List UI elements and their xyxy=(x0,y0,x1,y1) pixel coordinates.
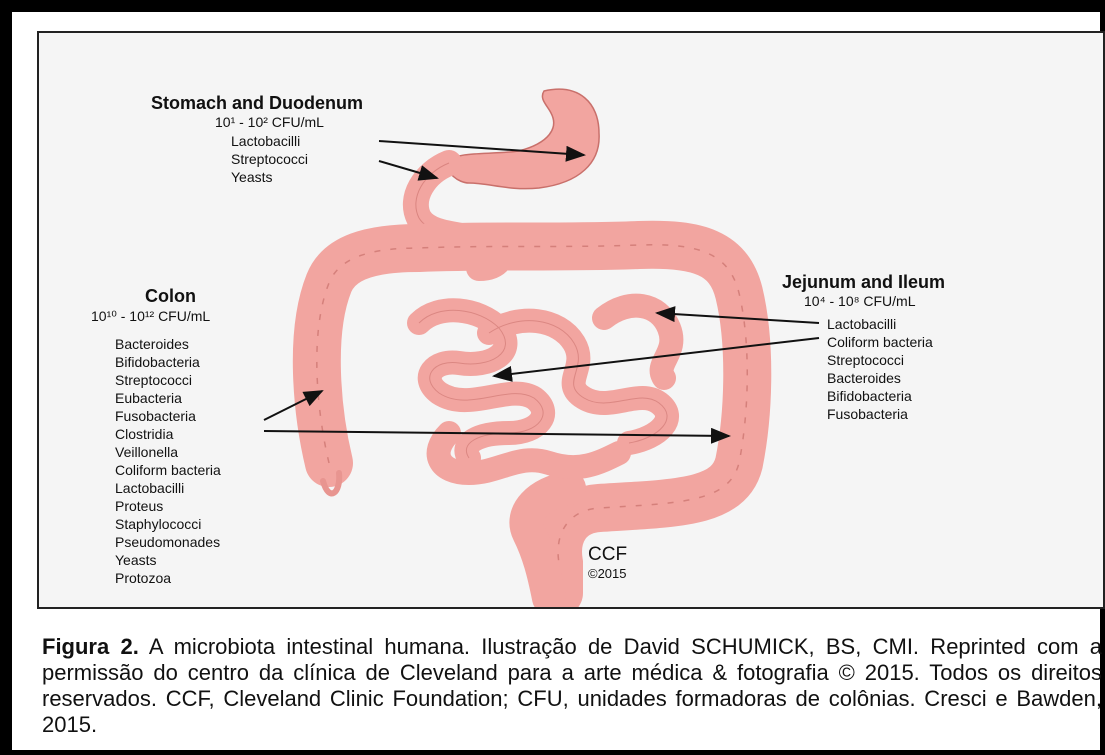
ccf-mark: CCF xyxy=(588,544,627,566)
figure-caption: Figura 2. A microbiota intestinal humana… xyxy=(42,634,1102,738)
list-item: Lactobacilli xyxy=(115,479,221,497)
ccf-year: ©2015 xyxy=(588,566,627,581)
list-item: Streptococci xyxy=(231,150,308,168)
jejunum-title: Jejunum and Ileum xyxy=(782,272,945,293)
list-item: Bifidobacteria xyxy=(115,353,221,371)
list-item: Protozoa xyxy=(115,569,221,587)
colon-count: 10¹⁰ - 10¹² CFU/mL xyxy=(91,308,210,325)
list-item: Bacteroides xyxy=(827,369,933,387)
jejunum-count: 10⁴ - 10⁸ CFU/mL xyxy=(804,293,916,309)
list-item: Staphylococci xyxy=(115,515,221,533)
list-item: Lactobacilli xyxy=(827,315,933,333)
list-item: Yeasts xyxy=(231,168,308,186)
small-intestine-shape xyxy=(419,306,671,473)
anatomy-figure: Stomach and Duodenum 10¹ - 10² CFU/mL La… xyxy=(37,31,1105,609)
list-item: Fusobacteria xyxy=(827,405,933,423)
list-item: Clostridia xyxy=(115,425,221,443)
jejunum-organism-list: Lactobacilli Coliform bacteria Streptoco… xyxy=(827,315,933,423)
stomach-organism-list: Lactobacilli Streptococci Yeasts xyxy=(231,132,308,186)
list-item: Veillonella xyxy=(115,443,221,461)
list-item: Lactobacilli xyxy=(231,132,308,150)
colon-title: Colon xyxy=(145,286,196,307)
list-item: Bacteroides xyxy=(115,335,221,353)
list-item: Proteus xyxy=(115,497,221,515)
figure-frame: Stomach and Duodenum 10¹ - 10² CFU/mL La… xyxy=(12,12,1100,750)
list-item: Coliform bacteria xyxy=(827,333,933,351)
list-item: Yeasts xyxy=(115,551,221,569)
list-item: Streptococci xyxy=(827,351,933,369)
list-item: Coliform bacteria xyxy=(115,461,221,479)
stomach-count: 10¹ - 10² CFU/mL xyxy=(215,114,324,130)
list-item: Bifidobacteria xyxy=(827,387,933,405)
caption-label: Figura 2. xyxy=(42,634,139,659)
list-item: Streptococci xyxy=(115,371,221,389)
caption-text: A microbiota intestinal humana. Ilustraç… xyxy=(42,634,1102,737)
stomach-shape xyxy=(448,89,599,188)
list-item: Pseudomonades xyxy=(115,533,221,551)
list-item: Eubacteria xyxy=(115,389,221,407)
stomach-title: Stomach and Duodenum xyxy=(151,93,363,114)
list-item: Fusobacteria xyxy=(115,407,221,425)
colon-organism-list: Bacteroides Bifidobacteria Streptococci … xyxy=(115,335,221,587)
